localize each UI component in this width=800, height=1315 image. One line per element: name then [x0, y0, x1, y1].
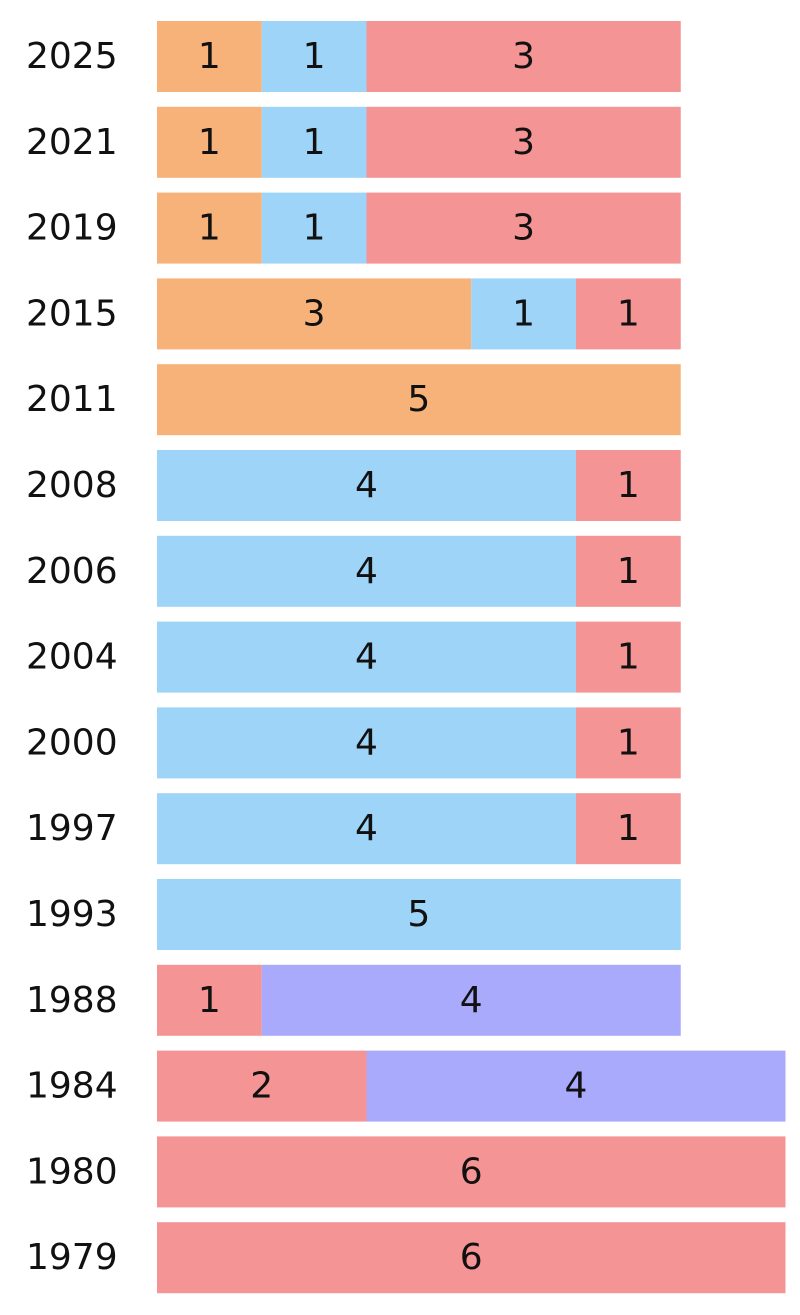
segment-label-2021-0: 1 — [198, 122, 221, 163]
segment-label-2008-0: 4 — [355, 465, 378, 506]
segment-label-2008-1: 1 — [617, 465, 640, 506]
bar-segment-2019-1 — [261, 192, 367, 264]
segment-label-2006-1: 1 — [617, 551, 640, 592]
year-label-1984: 1984 — [26, 1066, 118, 1107]
segment-label-2019-1: 1 — [303, 208, 326, 249]
bar-segment-2015-2 — [576, 278, 681, 350]
bar-segment-2000-0 — [157, 707, 576, 779]
bar-segment-2015-0 — [157, 278, 472, 350]
bar-segment-2021-0 — [157, 106, 262, 178]
bar-segment-2019-2 — [366, 192, 681, 264]
segment-label-2004-0: 4 — [355, 637, 378, 678]
segment-label-2025-0: 1 — [198, 36, 221, 77]
bar-segment-2004-0 — [157, 621, 576, 693]
segment-label-1988-1: 4 — [460, 980, 483, 1021]
segment-label-2025-2: 3 — [512, 36, 535, 77]
segment-label-1984-1: 4 — [565, 1066, 588, 1107]
bar-segment-2008-0 — [157, 450, 576, 521]
year-label-2025: 2025 — [26, 36, 118, 77]
bar-segment-2000-1 — [576, 707, 681, 779]
segment-label-1993-0: 5 — [407, 894, 430, 935]
segment-label-1997-0: 4 — [355, 808, 378, 849]
year-label-1993: 1993 — [26, 894, 118, 935]
bar-segment-1997-1 — [576, 793, 681, 865]
segment-label-1984-0: 2 — [250, 1066, 273, 1107]
bar-segment-2015-1 — [471, 278, 576, 350]
year-label-2011: 2011 — [26, 379, 118, 420]
bar-segment-1993-0 — [157, 879, 681, 950]
year-labels-layer: 2025 2021 2019 2015 2011 2008 2006 2004 2000 1997… — [26, 36, 118, 1278]
segment-labels-layer: 1 1 3 1 1 3 1 1 3 3 1 1 5 4 1 4 1 4 1 4 1 4 1 5 1 4 2 4 6 6 — [198, 36, 640, 1278]
bar-segment-1980-0 — [157, 1136, 786, 1208]
year-label-1980: 1980 — [26, 1151, 118, 1192]
bar-segment-1988-1 — [261, 964, 681, 1036]
year-label-2008: 2008 — [26, 465, 118, 506]
bar-segment-1997-0 — [157, 793, 576, 865]
segment-label-2019-0: 1 — [198, 208, 221, 249]
segment-label-2015-2: 1 — [617, 293, 640, 334]
bars-layer — [157, 21, 786, 1294]
segment-label-1988-0: 1 — [198, 980, 221, 1021]
bar-segment-2008-1 — [576, 450, 681, 521]
year-label-1997: 1997 — [26, 808, 118, 849]
year-label-1979: 1979 — [26, 1237, 118, 1278]
segment-label-2011-0: 5 — [407, 379, 430, 420]
segment-label-1979-0: 6 — [460, 1237, 483, 1278]
year-label-2015: 2015 — [26, 293, 118, 334]
year-label-1988: 1988 — [26, 980, 118, 1021]
segment-label-2000-1: 1 — [617, 722, 640, 763]
year-label-2000: 2000 — [26, 722, 118, 763]
bar-segment-1984-1 — [366, 1050, 786, 1122]
bar-segment-2021-1 — [261, 106, 367, 178]
segment-label-2006-0: 4 — [355, 551, 378, 592]
segment-label-2019-2: 3 — [512, 208, 535, 249]
bar-segment-1979-0 — [157, 1222, 786, 1294]
segment-label-2015-1: 1 — [512, 293, 535, 334]
segment-label-1980-0: 6 — [460, 1151, 483, 1192]
bar-segment-2021-2 — [366, 106, 681, 178]
segment-label-2025-1: 1 — [303, 36, 326, 77]
year-label-2006: 2006 — [26, 551, 118, 592]
bar-segment-2019-0 — [157, 192, 262, 264]
bar-segment-2025-2 — [366, 21, 681, 92]
year-label-2004: 2004 — [26, 637, 118, 678]
year-label-2019: 2019 — [26, 208, 118, 249]
bar-segment-1984-0 — [157, 1050, 367, 1122]
bar-segment-2006-0 — [157, 535, 576, 607]
bar-segment-2025-0 — [157, 21, 262, 92]
segment-label-2021-1: 1 — [303, 122, 326, 163]
segment-label-2000-0: 4 — [355, 722, 378, 763]
bar-segment-2025-1 — [261, 21, 367, 92]
bar-segment-2006-1 — [576, 535, 681, 607]
segment-label-2015-0: 3 — [303, 293, 326, 334]
segment-label-2004-1: 1 — [617, 637, 640, 678]
bar-segment-2004-1 — [576, 621, 681, 693]
bar-segment-2011-0 — [157, 364, 681, 436]
segment-label-1997-1: 1 — [617, 808, 640, 849]
year-label-2021: 2021 — [26, 122, 118, 163]
segment-label-2021-2: 3 — [512, 122, 535, 163]
bar-segment-1988-0 — [157, 964, 262, 1036]
